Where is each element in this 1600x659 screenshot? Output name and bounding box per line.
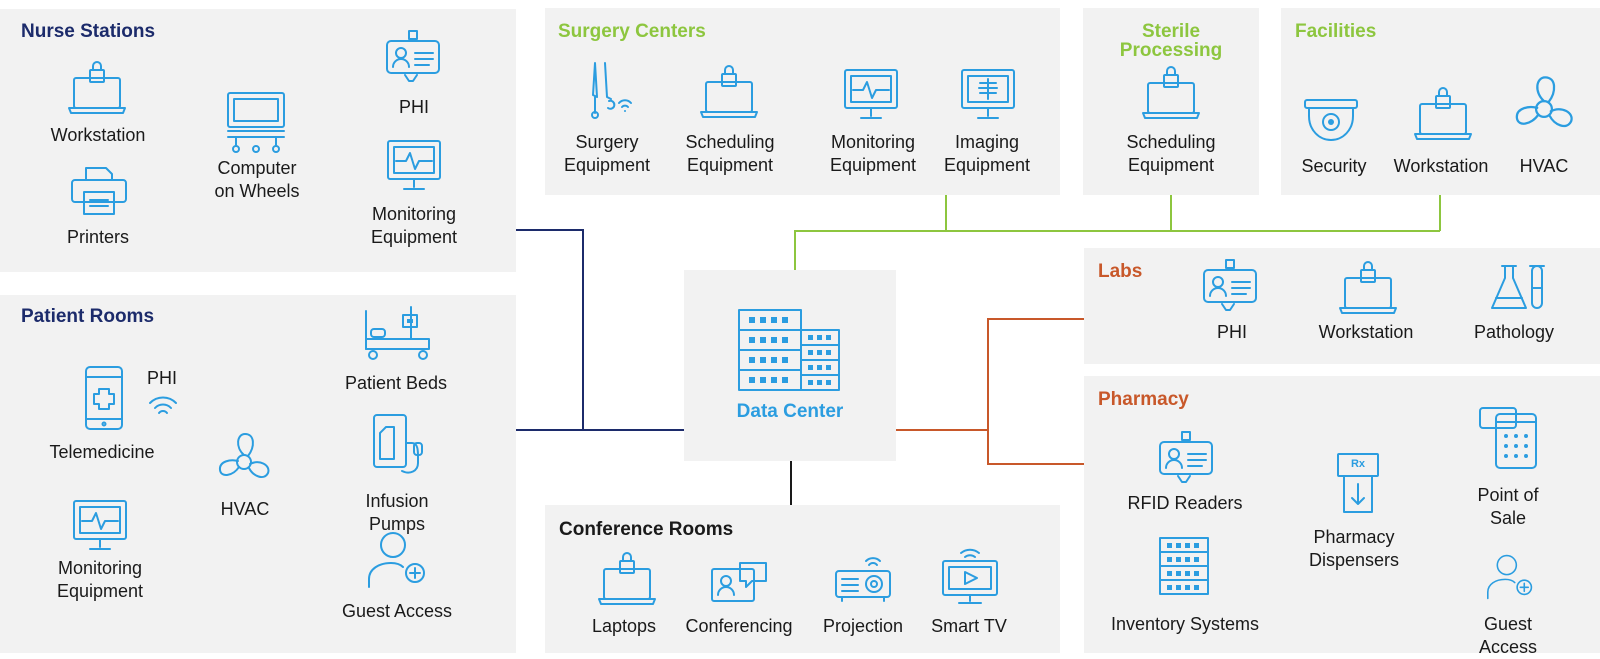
fan-icon — [213, 431, 275, 493]
item-label-hvac: HVAC — [1519, 156, 1569, 176]
item-label-surgery-equipment: Surgery Equipment — [563, 132, 651, 175]
item-label-rfid-readers: RFID Readers — [1127, 493, 1243, 513]
item-label-workstation: Workstation — [1393, 156, 1489, 176]
panel-labs: Labs PHI Workstation Pathology — [1084, 248, 1600, 364]
item-label-monitoring-equipment: Monitoring Equipment — [370, 204, 458, 247]
video-conference-icon — [710, 561, 768, 605]
item-label-projection: Projection — [822, 616, 904, 636]
id-badge-icon — [1158, 430, 1214, 486]
projector-icon — [834, 555, 892, 603]
item-label-workstation: Workstation — [1318, 322, 1414, 342]
surgical-tools-icon — [587, 61, 637, 119]
item-label-telemedicine: Telemedicine — [49, 442, 155, 462]
item-label-phi: PHI — [146, 368, 178, 388]
pharmacy-dispenser-icon: Rx — [1336, 452, 1380, 514]
smart-tv-icon — [941, 545, 999, 605]
laptop-lock-icon — [598, 552, 656, 605]
id-badge-icon — [1202, 258, 1258, 314]
user-add-icon — [1486, 554, 1534, 600]
rx-label: Rx — [1350, 458, 1366, 470]
item-label-smart-tv: Smart TV — [931, 616, 1007, 636]
xray-monitor-icon — [960, 68, 1016, 120]
item-label-imaging-equipment: Imaging Equipment — [943, 132, 1031, 175]
item-label-guest-access: Guest Access — [1478, 614, 1538, 657]
tablet-medical-icon — [84, 365, 124, 431]
panel-title: Patient Rooms — [21, 306, 155, 327]
id-badge-icon — [385, 29, 441, 85]
item-label-hvac: HVAC — [220, 499, 270, 519]
item-label-monitoring-equipment: Monitoring Equipment — [829, 132, 917, 175]
user-add-icon — [367, 531, 427, 589]
panel-nurse-stations: Nurse Stations Workstation Printers Comp… — [0, 9, 516, 272]
infusion-pump-icon — [372, 413, 428, 477]
item-label-phi: PHI — [398, 97, 430, 117]
hospital-bed-icon — [363, 305, 433, 361]
item-label-printers: Printers — [66, 227, 130, 247]
printer-icon — [70, 166, 128, 216]
laptop-lock-icon — [68, 61, 126, 114]
server-rack-icon — [737, 308, 841, 392]
panel-pharmacy: Pharmacy RFID Readers Inventory Systems … — [1084, 376, 1600, 657]
item-label-guest-access: Guest Access — [341, 601, 453, 621]
item-label-scheduling-equipment: Scheduling Equipment — [685, 132, 775, 175]
laptop-lock-icon — [700, 65, 758, 118]
fan-icon — [1509, 74, 1579, 144]
item-label-scheduling-equipment: Scheduling Equipment — [1126, 132, 1216, 175]
computer-on-wheels-icon — [226, 85, 286, 155]
item-label-pharmacy-dispensers: Pharmacy Dispensers — [1308, 527, 1400, 570]
data-center-label: Data Center — [736, 401, 844, 422]
item-label-inventory-systems: Inventory Systems — [1110, 614, 1260, 634]
item-label-conferencing: Conferencing — [685, 616, 793, 636]
panel-conference-rooms: Conference Rooms Laptops Conferencing Pr… — [545, 505, 1060, 653]
monitor-heartbeat-icon — [386, 139, 442, 191]
panel-title: Conference Rooms — [559, 519, 734, 540]
connector-green-trunk — [794, 230, 1440, 270]
item-label-workstation: Workstation — [50, 125, 146, 145]
connector-nurse-stations — [516, 229, 584, 430]
lab-flask-icon — [1490, 264, 1546, 312]
panel-title: Facilities — [1295, 21, 1377, 42]
connector-labs-pharmacy — [896, 318, 1084, 465]
laptop-lock-icon — [1414, 87, 1472, 140]
server-rack-icon — [1158, 536, 1210, 596]
item-label-monitoring-equipment: Monitoring Equipment — [56, 558, 144, 601]
point-of-sale-icon — [1478, 406, 1540, 470]
panel-title: Nurse Stations — [21, 21, 156, 42]
panel-title: Sterile Processing — [1119, 21, 1223, 61]
panel-sterile-processing: Sterile Processing Scheduling Equipment — [1083, 8, 1259, 195]
panel-data-center — [684, 270, 896, 461]
panel-surgery-centers: Surgery Centers Surgery Equipment Schedu… — [545, 8, 1060, 195]
item-label-computer-on-wheels: Computer on Wheels — [214, 158, 300, 201]
monitor-heartbeat-icon — [843, 68, 899, 120]
item-label-pathology: Pathology — [1473, 322, 1555, 342]
panel-patient-rooms: Patient Rooms PHI Telemedicine Monitorin… — [0, 295, 516, 653]
panel-title: Surgery Centers — [558, 21, 706, 42]
item-label-patient-beds: Patient Beds — [344, 373, 448, 393]
laptop-lock-icon — [1142, 66, 1200, 119]
panel-facilities: Facilities Security Workstation HVAC — [1281, 8, 1600, 195]
security-camera-icon — [1303, 98, 1359, 144]
item-label-security: Security — [1301, 156, 1367, 176]
item-label-phi: PHI — [1216, 322, 1248, 342]
wifi-icon — [148, 395, 178, 417]
item-label-laptops: Laptops — [591, 616, 657, 636]
monitor-heartbeat-icon — [72, 499, 128, 551]
item-label-infusion-pumps: Infusion Pumps — [365, 491, 429, 534]
laptop-lock-icon — [1339, 261, 1397, 314]
panel-title: Pharmacy — [1098, 389, 1189, 410]
panel-title: Labs — [1098, 261, 1143, 282]
item-label-point-of-sale: Point of Sale — [1477, 485, 1539, 528]
